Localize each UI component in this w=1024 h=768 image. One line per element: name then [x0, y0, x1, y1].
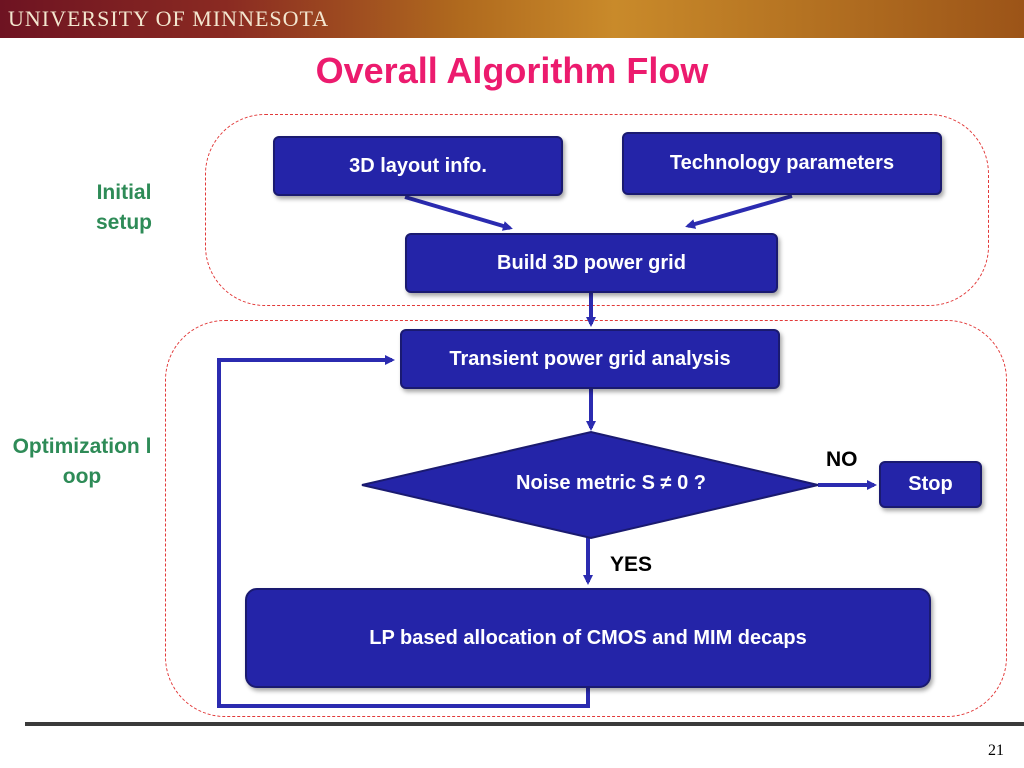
footer-rule [25, 722, 1024, 726]
decision-label: Noise metric S ≠ 0 ? [516, 472, 706, 494]
technology-parameters-box: Technology parameters [622, 132, 942, 195]
edge-tech-to-build [685, 194, 793, 229]
initial-setup-label: Initial setup [95, 181, 152, 234]
page-number: 21 [988, 742, 1004, 759]
optimization-loop-label: Optimization loop [12, 435, 152, 488]
no-branch-label: NO [826, 448, 858, 471]
stop-box: Stop [879, 461, 982, 508]
slide-title: Overall Algorithm Flow [315, 50, 709, 91]
edge-layout-to-build [404, 195, 513, 231]
transient-analysis-box: Transient power grid analysis [400, 329, 780, 389]
lp-allocation-box: LP based allocation of CMOS and MIM deca… [245, 588, 931, 688]
layout-info-box: 3D layout info. [273, 136, 563, 196]
build-power-grid-box: Build 3D power grid [405, 233, 778, 293]
decision-diamond [361, 430, 819, 540]
edge-feedback-loop [217, 355, 590, 708]
initial-setup-region [205, 114, 989, 306]
institution-name: University of Minnesota [8, 6, 330, 31]
header-banner: University of Minnesota [0, 0, 1024, 38]
yes-branch-label: YES [610, 553, 653, 576]
